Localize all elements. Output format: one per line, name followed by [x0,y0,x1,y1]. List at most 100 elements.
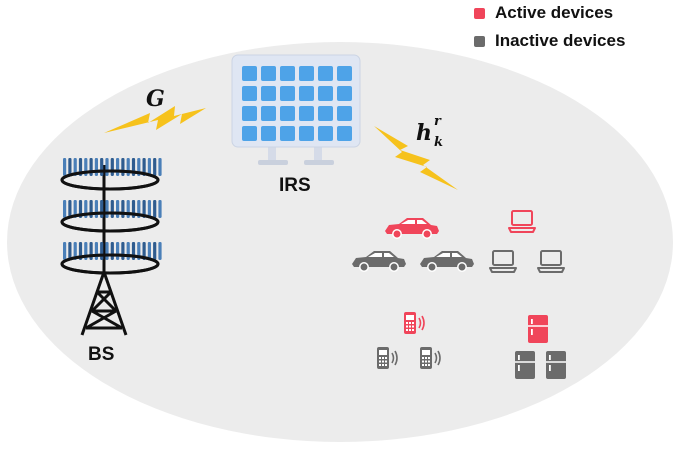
antenna-element [121,200,125,218]
irs-element [299,86,314,101]
channel-h-base: h [416,120,432,146]
irs-element [318,66,333,81]
antenna-element [89,242,93,260]
channel-h-sup: r [434,114,441,129]
legend-active-swatch [474,7,485,19]
irs-element [242,126,257,141]
irs-element [261,126,276,141]
legend-inactive-swatch [474,35,485,47]
antenna-element [153,242,157,260]
antenna-element [68,158,72,176]
irs-element [280,66,295,81]
irs-element [280,126,295,141]
antenna-element [126,200,130,218]
irs-label: IRS [279,175,311,196]
refrigerator-icon [515,351,535,379]
antenna-element [126,242,130,260]
antenna-element [100,158,104,176]
antenna-element [89,200,93,218]
irs-element [337,126,352,141]
antenna-element [100,242,104,260]
phone-icon [377,347,398,369]
laptop-icon [508,210,536,233]
antenna-element [110,242,114,260]
irs-element [261,106,276,121]
antenna-element [147,242,151,260]
car-icon [385,218,439,239]
antenna-element [142,200,146,218]
irs-panel-icon [231,54,361,165]
legend-active-label: Active devices [495,3,614,22]
irs-element [299,106,314,121]
device-cluster [352,210,566,379]
antenna-element [158,158,162,176]
irs-element [337,106,352,121]
legend-inactive-label: Inactive devices [495,31,626,50]
phone-icon [420,347,441,369]
antenna-tower-icon [60,158,162,336]
car-icon [420,251,474,272]
antenna-element [142,158,146,176]
coverage-area [7,42,673,442]
antenna-element [116,158,120,176]
refrigerator-icon [546,351,566,379]
antenna-element [158,242,162,260]
antenna-ring [60,158,162,191]
antenna-element [147,200,151,218]
bs-label: BS [88,344,115,365]
laptop-icon [537,250,565,273]
antenna-element [73,242,77,260]
antenna-element [153,158,157,176]
irs-element [337,86,352,101]
antenna-element [63,158,67,176]
irs-element [318,126,333,141]
antenna-element [100,200,104,218]
irs-element [299,126,314,141]
irs-element [242,66,257,81]
irs-element [261,66,276,81]
antenna-element [63,200,67,218]
antenna-element [116,242,120,260]
antenna-element [110,158,114,176]
antenna-element [147,158,151,176]
antenna-element [105,242,109,260]
antenna-element [63,242,67,260]
lightning-g-icon [104,106,206,133]
legend-inactive: Inactive devices [474,31,625,51]
channel-h-sub: k [434,135,444,150]
antenna-element [121,242,125,260]
irs-element [280,106,295,121]
irs-element [280,86,295,101]
phone-icon [404,312,425,334]
irs-element [242,86,257,101]
antenna-element [158,200,162,218]
irs-element [242,106,257,121]
antenna-element [116,200,120,218]
antenna-element [121,158,125,176]
antenna-element [153,200,157,218]
car-icon [352,251,406,272]
irs-element [337,66,352,81]
antenna-element [73,200,77,218]
lightning-h-icon [374,126,458,190]
antenna-element [68,242,72,260]
antenna-element [94,158,98,176]
antenna-ring [60,242,162,275]
antenna-element [73,158,77,176]
legend-active: Active devices [474,3,613,23]
refrigerator-icon [528,315,548,343]
irs-element [318,86,333,101]
antenna-element [68,200,72,218]
antenna-element [94,242,98,260]
antenna-element [142,242,146,260]
antenna-element [126,158,130,176]
laptop-icon [489,250,517,273]
channel-h-label: h [416,120,432,146]
antenna-ring [60,200,162,233]
antenna-element [110,200,114,218]
antenna-element [105,158,109,176]
channel-g-label: G [146,86,165,112]
irs-element [299,66,314,81]
irs-element [261,86,276,101]
